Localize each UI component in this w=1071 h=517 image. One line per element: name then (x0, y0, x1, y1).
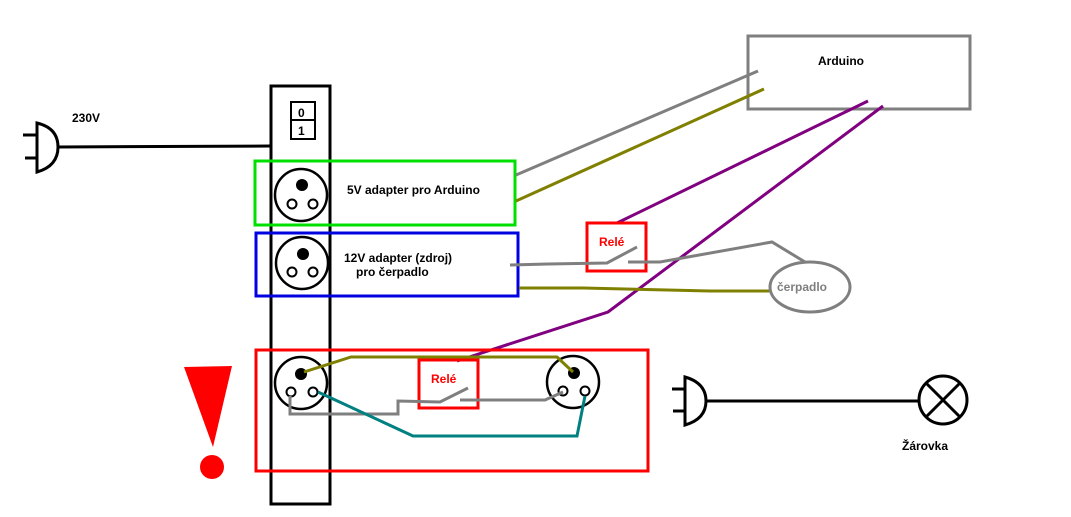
wire-control-lamp-relay (456, 104, 884, 363)
lamp-label: Žárovka (902, 438, 948, 453)
wire-pump-gray (628, 240, 806, 264)
socket-icon (273, 355, 329, 411)
relay-lamp-label: Relé (431, 372, 457, 386)
relay-lamp-box (417, 358, 480, 410)
wire-5v-gray (515, 69, 759, 177)
wire-lamp-gray-in (288, 386, 469, 416)
wire-12v-gray (509, 245, 638, 267)
arduino-box (746, 34, 972, 111)
mains-cable (57, 144, 271, 149)
switch-off-label: 0 (298, 106, 305, 120)
wire-lamp-teal (317, 390, 587, 438)
wire-lamp-gray-out (460, 390, 564, 402)
wire-lamp-olive (303, 355, 575, 374)
wire-5v-olive (515, 87, 765, 203)
lamp-x-icon (917, 374, 969, 426)
mains-voltage-label: 230V (72, 111, 100, 125)
socket-icon (273, 167, 329, 223)
arduino-label: Arduino (818, 54, 864, 68)
socket-icon (545, 354, 601, 410)
relay-pump-label: Relé (599, 235, 625, 249)
wire-12v-olive (519, 286, 772, 293)
adapter-12v-label-line1: 12V adapter (zdroj) (344, 251, 452, 265)
warning-box (254, 348, 650, 473)
adapter-12v-label-line2: pro čerpadlo (356, 265, 429, 279)
socket-icon (274, 235, 330, 291)
pump-ellipse (768, 260, 852, 314)
exclamation-icon (184, 366, 232, 479)
pump-label: čerpadlo (777, 280, 827, 294)
wire-control-pump-relay (616, 99, 869, 225)
lamp-plug-icon (672, 375, 708, 427)
power-switch: 0 1 (290, 101, 316, 140)
mains-plug-icon (23, 121, 60, 174)
relay-pump-box (585, 221, 648, 273)
adapter-5v-label: 5V adapter pro Arduino (347, 183, 480, 197)
adapter-5v-box (253, 159, 517, 227)
switch-on-label: 1 (298, 124, 305, 138)
